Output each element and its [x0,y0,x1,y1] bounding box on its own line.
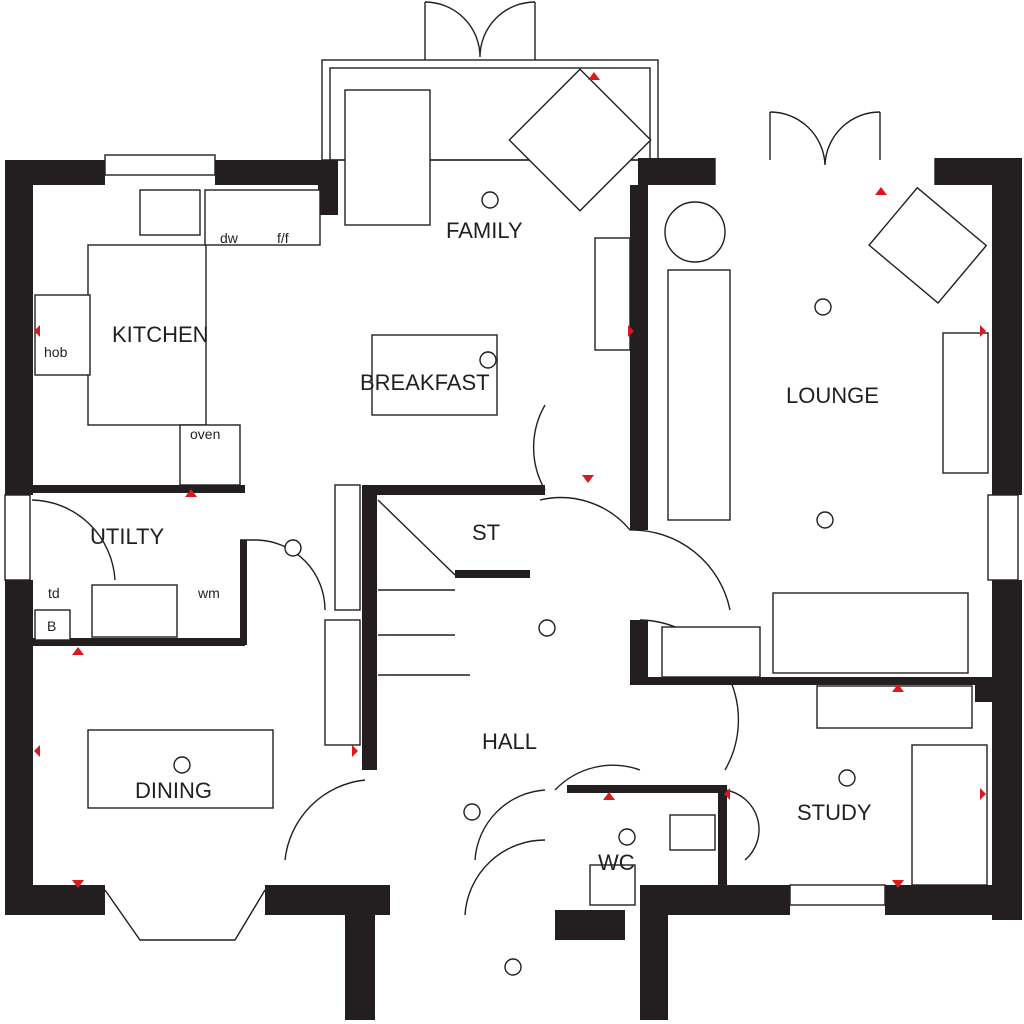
label-wc: WC [598,850,635,875]
label-hall: HALL [482,729,537,754]
label-dining: DINING [135,778,212,803]
label-store: ST [472,520,500,545]
label-dishwasher: dw [220,230,239,246]
label-washing-machine: wm [197,585,220,601]
label-study: STUDY [797,800,872,825]
walls [5,158,1022,1020]
label-kitchen: KITCHEN [112,322,209,347]
room-labels: FAMILY KITCHEN BREAKFAST LOUNGE UTILTY S… [44,218,879,875]
label-oven: oven [190,426,220,442]
label-lounge: LOUNGE [786,383,879,408]
label-utility: UTILTY [90,524,164,549]
doors [31,404,760,916]
label-boiler: B [47,618,56,634]
label-fridge-freezer: f/f [277,230,289,246]
label-family: FAMILY [446,218,523,243]
label-tumble-dryer: td [48,585,60,601]
furniture [34,68,989,906]
windows [4,111,1019,941]
ceiling-lights [173,191,856,976]
label-breakfast: BREAKFAST [360,370,490,395]
socket-markers [34,72,986,888]
family-extension [321,1,659,161]
label-hob: hob [44,344,68,360]
